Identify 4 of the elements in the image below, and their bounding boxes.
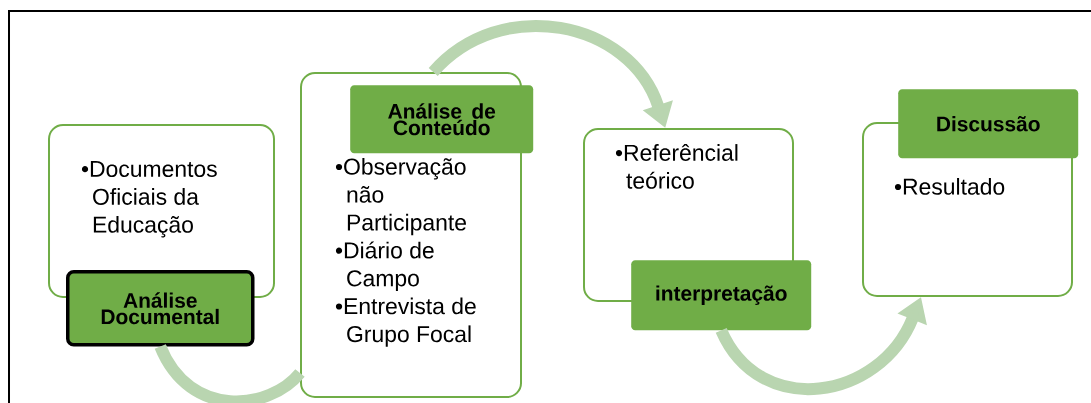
title-tab: Discussão: [898, 89, 1079, 159]
title-tab: Análise de Conteúdo: [350, 85, 534, 154]
title-tab: interpretação: [631, 260, 812, 331]
title-tab: Análise Documental: [66, 270, 255, 347]
